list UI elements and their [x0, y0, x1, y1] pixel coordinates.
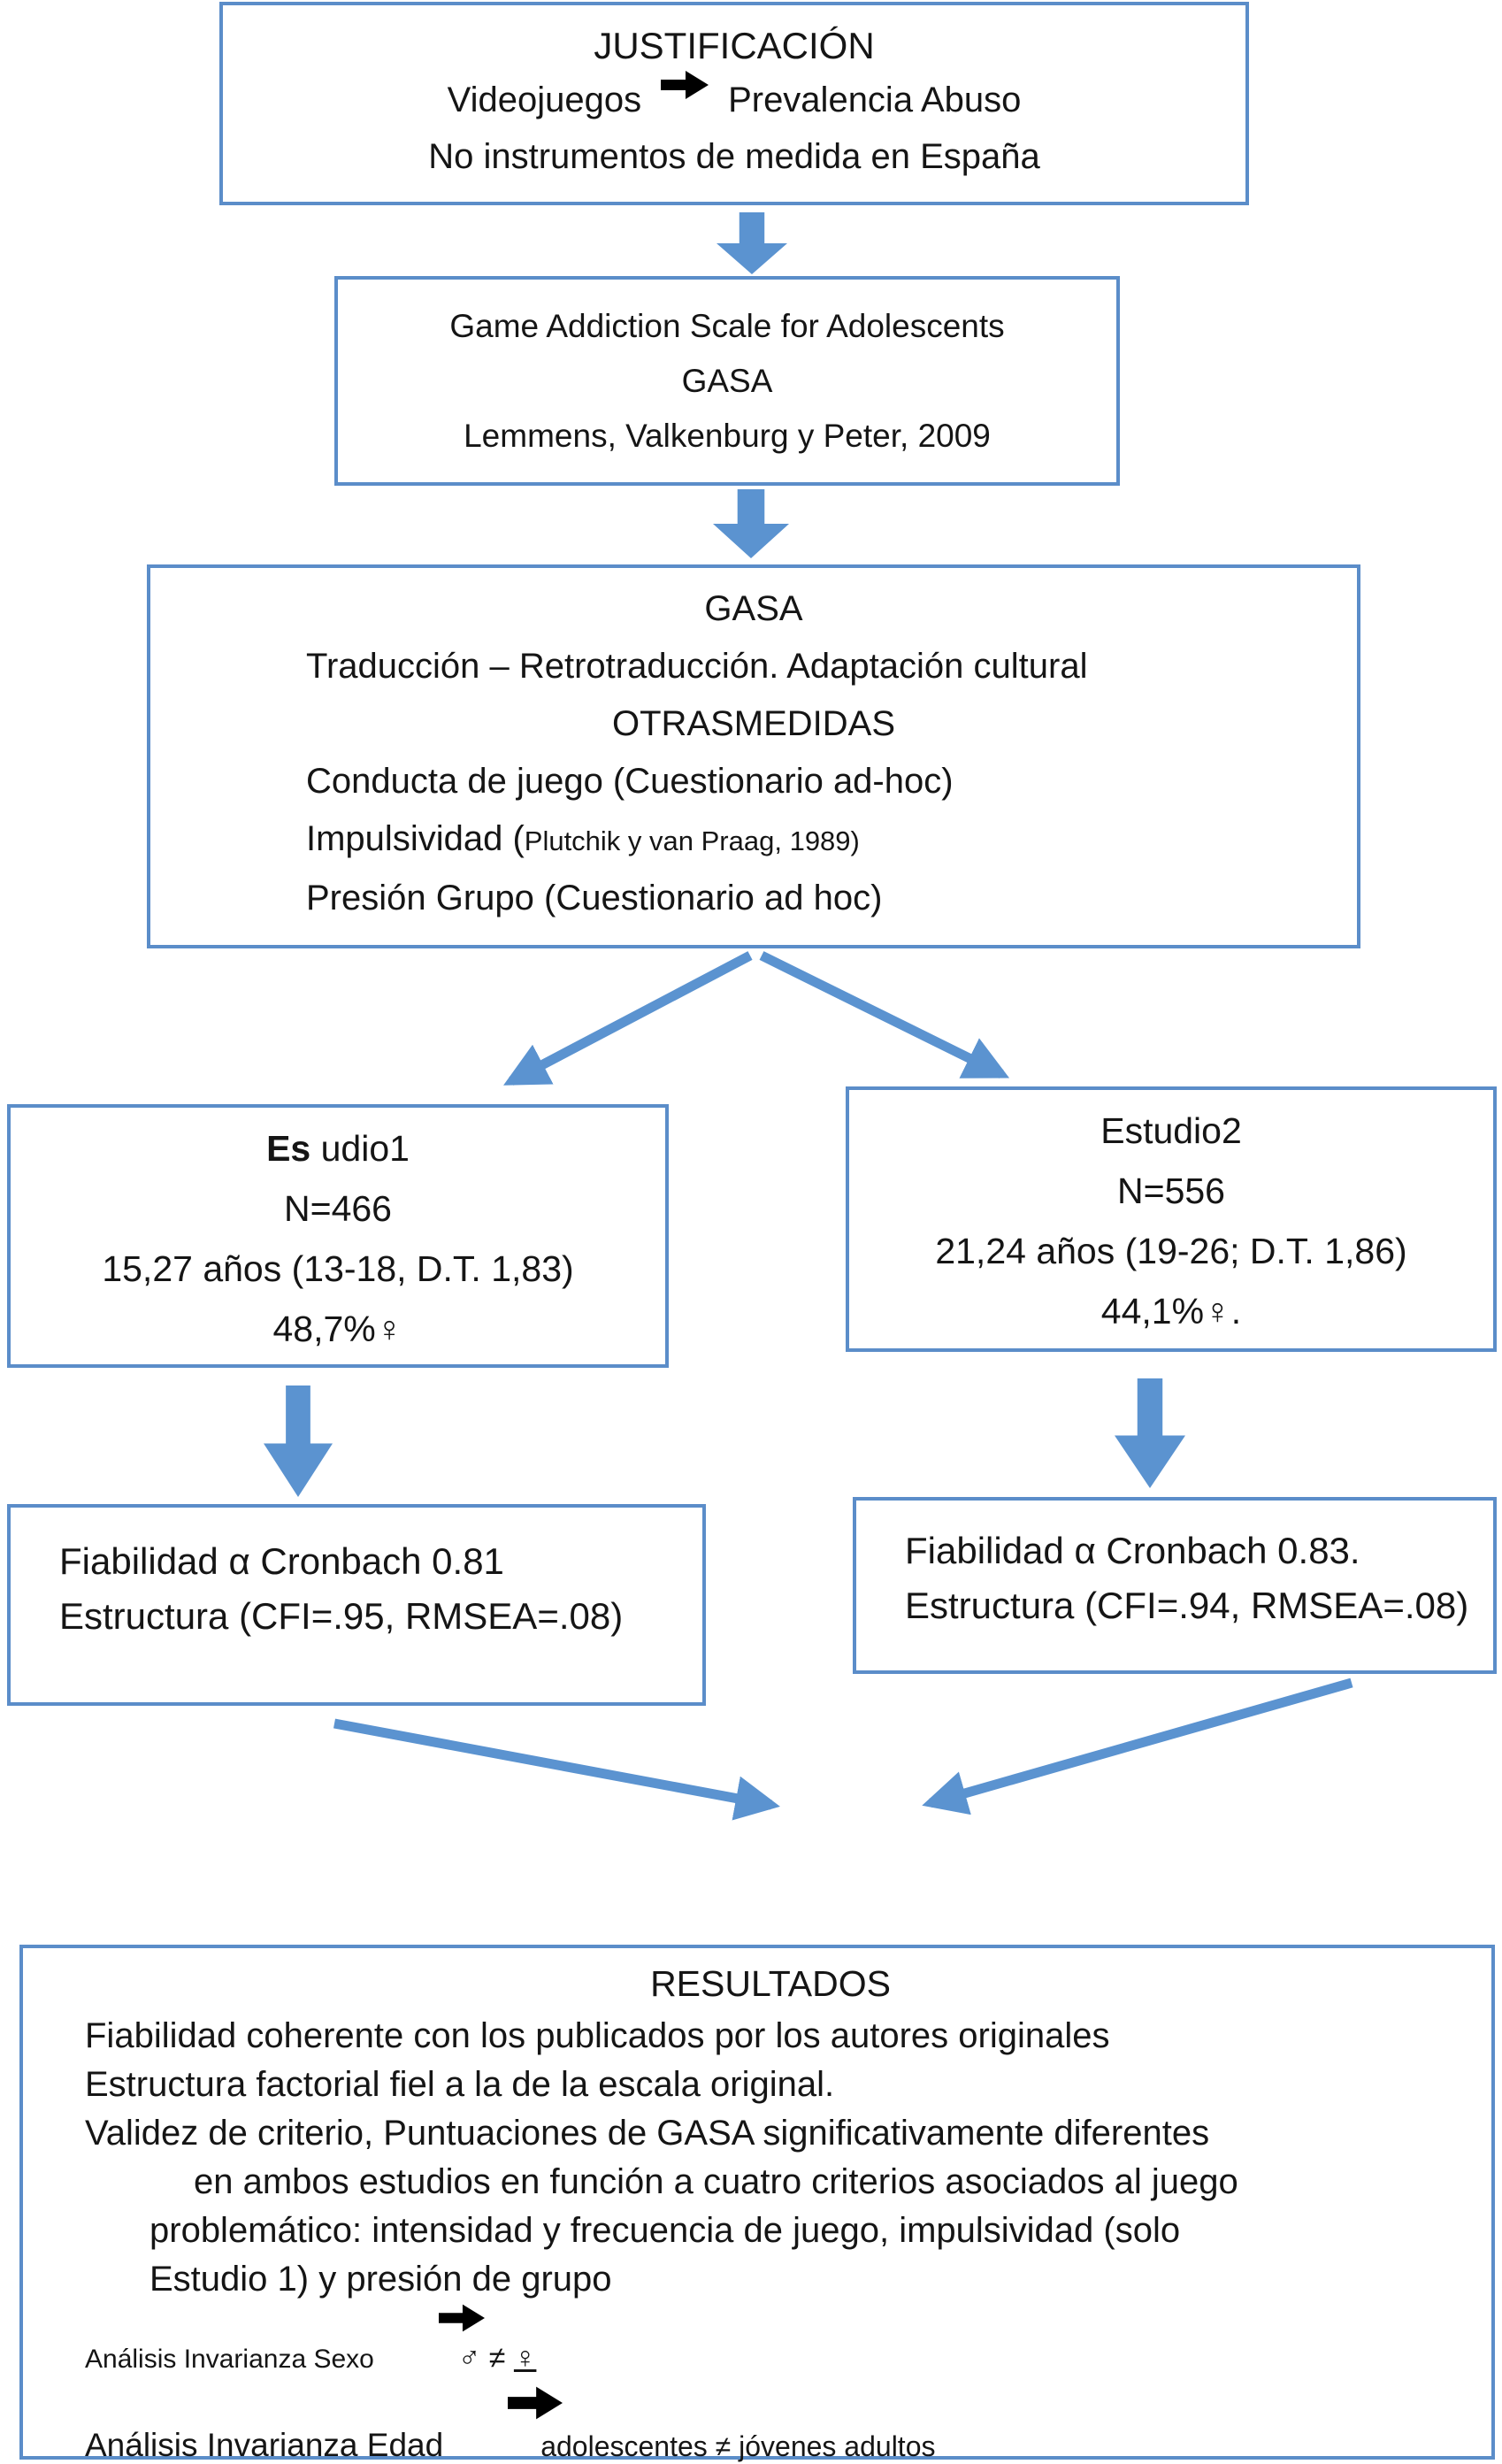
resultados-p2: Estructura factorial fiel a la de la esc… — [85, 2065, 835, 2104]
adaptacion-line6: Presión Grupo (Cuestionario ad hoc) — [306, 879, 883, 917]
sexo-male-symbol: ♂ ≠ — [457, 2341, 514, 2375]
fiabilidad1-line2: Estructura (CFI=.95, RMSEA=.08) — [59, 1595, 624, 1637]
down-arrow-icon — [1115, 1378, 1185, 1488]
down-arrow-icon — [717, 212, 787, 274]
justificacion-line2-right: Prevalencia Abuso — [728, 81, 1022, 119]
fiabilidad2-box: Fiabilidad α Cronbach 0.83. Estructura (… — [853, 1497, 1497, 1674]
diagonal-arrow-to-resultados-left-icon — [333, 1718, 780, 1821]
fiabilidad2-line1: Fiabilidad α Cronbach 0.83. — [905, 1530, 1360, 1571]
estudio2-edad: 21,24 años (19-26; D.T. 1,86) — [935, 1231, 1407, 1271]
gasa-scale-line1: Game Addiction Scale for Adolescents — [449, 308, 1005, 344]
adaptacion-line3: OTRASMEDIDAS — [611, 704, 896, 743]
adaptacion-line5-main: Impulsividad ( — [306, 819, 525, 858]
estudio1-title: Es udio1 — [11, 1118, 665, 1178]
resultados-p5: problemático: intensidad y frecuencia de… — [149, 2211, 1181, 2250]
justificacion-box: JUSTIFICACIÓN Videojuegos Prevalencia Abu… — [219, 2, 1249, 205]
diagonal-arrow-to-resultados-right-icon — [922, 1677, 1353, 1815]
fiabilidad1-line1: Fiabilidad α Cronbach 0.81 — [59, 1540, 504, 1582]
estudio1-title-bold: Es — [266, 1128, 311, 1169]
invarianza-sexo-row: Análisis Invarianza Sexo ♂ ≠ ♀ — [85, 2336, 1456, 2386]
gasa-scale-line2: GASA — [681, 363, 773, 399]
estudio1-sexo: 48,7%♀ — [272, 1309, 403, 1349]
fiabilidad1-box: Fiabilidad α Cronbach 0.81 Estructura (C… — [7, 1504, 706, 1706]
fiabilidad2-line2: Estructura (CFI=.94, RMSEA=.08) — [905, 1585, 1469, 1626]
adaptacion-line2: Traducción – Retrotraducción. Adaptación… — [306, 647, 1088, 686]
estudio2-n: N=556 — [1117, 1171, 1225, 1211]
right-arrow-icon — [85, 2386, 1456, 2422]
adaptacion-box: GASA Traducción – Retrotraducción. Adapt… — [147, 564, 1360, 948]
invarianza-sexo-value: ♂ ≠ ♀ — [458, 2341, 537, 2375]
diagonal-arrow-to-estudio1-icon — [503, 951, 753, 1086]
resultados-p6: Estudio 1) y presión de grupo — [149, 2260, 612, 2299]
resultados-title: RESULTADOS — [650, 1963, 891, 2004]
estudio1-edad: 15,27 años (13-18, D.T. 1,83) — [102, 1248, 574, 1289]
adaptacion-line5: Impulsividad (Plutchik y van Praag, 1989… — [150, 810, 1357, 870]
resultados-p3: Validez de criterio, Puntuaciones de GAS… — [85, 2114, 1210, 2153]
down-arrow-icon — [264, 1386, 333, 1497]
justificacion-title: JUSTIFICACIÓN — [594, 25, 875, 66]
sexo-female-symbol: ♀ — [513, 2341, 537, 2375]
gasa-scale-line3: Lemmens, Valkenburg y Peter, 2009 — [464, 418, 991, 454]
invarianza-edad-row: Análisis Invarianza Edad adolescentes ≠ j… — [85, 2422, 1456, 2464]
invarianza-sexo-label: Análisis Invarianza Sexo — [85, 2345, 374, 2374]
estudio1-n: N=466 — [284, 1188, 392, 1229]
estudio2-sexo: 44,1%♀. — [1100, 1291, 1242, 1332]
resultados-p1: Fiabilidad coherente con los publicados … — [85, 2016, 1110, 2055]
estudio1-box: Es udio1 N=466 15,27 años (13-18, D.T. 1… — [7, 1104, 669, 1368]
justificacion-line3: No instrumentos de medida en España — [428, 137, 1040, 177]
estudio2-box: Estudio2 N=556 21,24 años (19-26; D.T. 1… — [846, 1086, 1497, 1352]
adaptacion-line4: Conducta de juego (Cuestionario ad-hoc) — [306, 762, 954, 801]
adaptacion-line5-reference: Plutchik y van Praag, 1989) — [524, 825, 860, 856]
right-arrow-icon — [661, 60, 709, 115]
resultados-p4: en ambos estudios en función a cuatro cr… — [194, 2162, 1238, 2201]
justificacion-line2: Videojuegos Prevalencia Abuso — [223, 71, 1245, 129]
justificacion-line2-left: Videojuegos — [447, 81, 642, 119]
estudio2-title: Estudio2 — [1100, 1110, 1242, 1151]
diagonal-arrow-to-estudio2-icon — [759, 951, 1010, 1078]
down-arrow-icon — [713, 489, 789, 558]
resultados-box: RESULTADOS Fiabilidad coherente con los … — [19, 1945, 1495, 2463]
right-arrow-icon — [85, 2304, 1456, 2336]
estudio1-title-rest: udio1 — [310, 1128, 410, 1169]
adaptacion-line1: GASA — [704, 589, 803, 628]
gasa-scale-box: Game Addiction Scale for Adolescents GAS… — [334, 276, 1120, 486]
invarianza-edad-value: adolescentes ≠ jóvenes adultos — [540, 2430, 936, 2462]
invarianza-edad-label: Análisis Invarianza Edad — [85, 2427, 444, 2463]
